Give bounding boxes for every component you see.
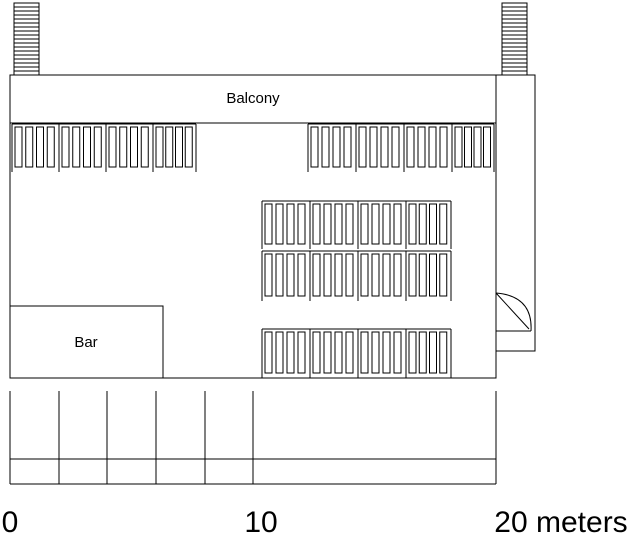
seat bbox=[297, 331, 306, 374]
seat bbox=[417, 126, 426, 168]
seat bbox=[429, 331, 437, 374]
seat bbox=[464, 126, 472, 168]
seat bbox=[165, 126, 174, 168]
seat bbox=[345, 253, 354, 297]
side-corridor bbox=[495, 74, 536, 352]
seat bbox=[323, 253, 332, 297]
seat bbox=[286, 331, 295, 374]
seat bbox=[439, 203, 448, 245]
seat bbox=[406, 126, 415, 168]
seat bbox=[360, 331, 369, 374]
seat bbox=[184, 126, 193, 168]
hall-seats-row-3 bbox=[261, 328, 452, 378]
seat bbox=[264, 331, 273, 374]
seat bbox=[175, 126, 183, 168]
seat bbox=[310, 126, 319, 168]
seat bbox=[264, 203, 273, 245]
seat bbox=[408, 253, 417, 297]
hall-seats-row-1 bbox=[261, 200, 452, 249]
seat bbox=[312, 331, 321, 374]
seat bbox=[391, 126, 400, 168]
balcony-seats-right bbox=[307, 123, 495, 172]
seat bbox=[408, 203, 417, 245]
seat bbox=[418, 253, 427, 297]
seat bbox=[286, 203, 295, 245]
seat bbox=[371, 331, 380, 374]
seat bbox=[108, 126, 117, 168]
seat bbox=[371, 203, 380, 245]
seat bbox=[275, 203, 284, 245]
seat bbox=[345, 331, 354, 374]
seat bbox=[418, 331, 427, 374]
seat bbox=[93, 126, 102, 168]
seat bbox=[454, 126, 463, 168]
seat bbox=[393, 203, 402, 245]
seat bbox=[46, 126, 55, 168]
seat bbox=[360, 253, 369, 297]
seat bbox=[439, 253, 448, 297]
balcony-seats-left bbox=[11, 123, 197, 172]
seat bbox=[345, 203, 354, 245]
seat bbox=[358, 126, 367, 168]
seat bbox=[312, 203, 321, 245]
seat bbox=[428, 126, 437, 168]
seat bbox=[297, 253, 306, 297]
seat bbox=[83, 126, 91, 168]
seat bbox=[473, 126, 482, 168]
seat bbox=[312, 253, 321, 297]
seat bbox=[286, 253, 295, 297]
bar-area bbox=[9, 305, 164, 379]
seat bbox=[369, 126, 378, 168]
seat bbox=[382, 253, 391, 297]
seat bbox=[119, 126, 128, 168]
seat bbox=[429, 203, 437, 245]
seat bbox=[382, 203, 391, 245]
seat bbox=[439, 331, 448, 374]
seat bbox=[323, 203, 332, 245]
seat bbox=[155, 126, 164, 168]
stair-left bbox=[13, 2, 40, 76]
seat bbox=[334, 331, 343, 374]
seat bbox=[334, 253, 343, 297]
seat bbox=[393, 331, 402, 374]
seat bbox=[418, 203, 427, 245]
seat bbox=[429, 253, 437, 297]
seat bbox=[408, 331, 417, 374]
door-swing bbox=[495, 292, 532, 332]
scale-tick-20: 20 meters bbox=[494, 506, 627, 536]
seat bbox=[14, 126, 23, 168]
scale-tick-10: 10 bbox=[244, 506, 277, 536]
seat bbox=[321, 126, 330, 168]
seat bbox=[264, 253, 273, 297]
seat bbox=[275, 253, 284, 297]
seat bbox=[72, 126, 81, 168]
seat bbox=[360, 203, 369, 245]
seat bbox=[382, 331, 391, 374]
seat bbox=[130, 126, 138, 168]
seat bbox=[323, 331, 332, 374]
seat bbox=[380, 126, 389, 168]
balcony-label: Balcony bbox=[226, 90, 280, 107]
seat bbox=[36, 126, 44, 168]
hall-seats-row-2 bbox=[261, 250, 452, 301]
seat bbox=[25, 126, 34, 168]
seat bbox=[439, 126, 448, 168]
bar-label: Bar bbox=[74, 334, 97, 351]
seat bbox=[297, 203, 306, 245]
seat bbox=[61, 126, 70, 168]
seat bbox=[334, 203, 343, 245]
lower-section bbox=[9, 391, 497, 485]
seat bbox=[393, 253, 402, 297]
seat bbox=[343, 126, 352, 168]
seat bbox=[371, 253, 380, 297]
scale-tick-0: 0 bbox=[2, 506, 19, 536]
seat bbox=[140, 126, 149, 168]
seat bbox=[483, 126, 491, 168]
stair-right bbox=[501, 2, 528, 76]
seat bbox=[332, 126, 341, 168]
seat bbox=[275, 331, 284, 374]
